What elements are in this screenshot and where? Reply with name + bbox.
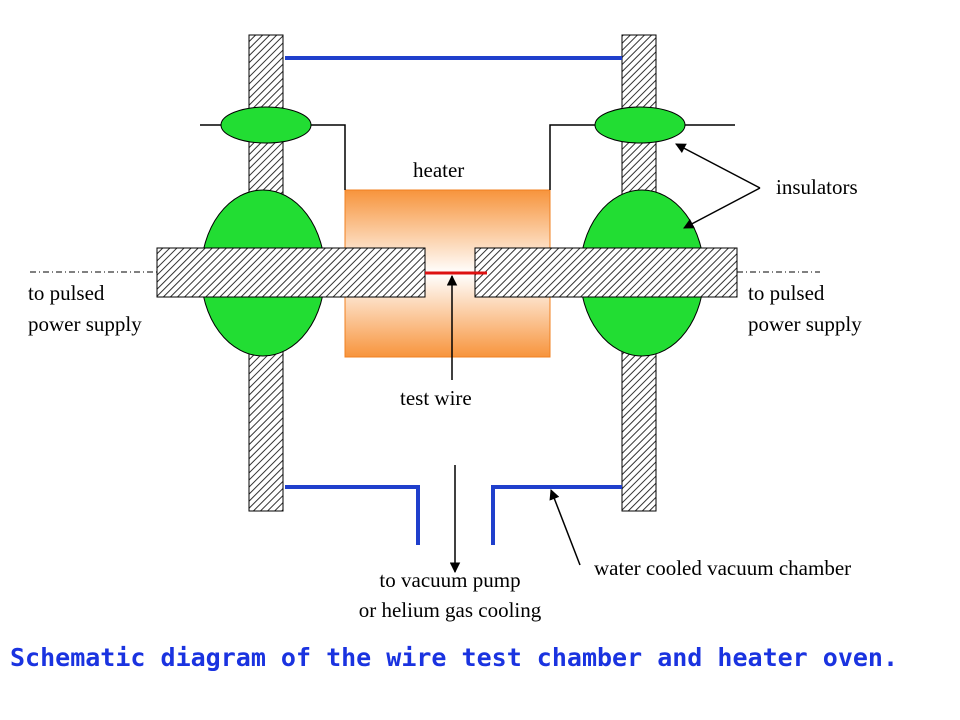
insulator-arrow-bottom [683, 187, 761, 229]
test-wire-label: test wire [400, 386, 472, 410]
insulator-top-right [594, 106, 686, 144]
insulator-top-left [220, 106, 312, 144]
heater-label: heater [413, 158, 464, 182]
electrode-left [156, 247, 426, 298]
power-right-label-line2: power supply [748, 312, 862, 336]
figure-caption: Schematic diagram of the wire test chamb… [10, 643, 899, 672]
vacuum-label-line1: to vacuum pump [379, 568, 520, 592]
chamber-bottom-wall-right [491, 485, 622, 545]
chamber-arrow [549, 489, 581, 566]
vacuum-label-line2: or helium gas cooling [359, 598, 542, 622]
power-left-label-line2: power supply [28, 312, 142, 336]
electrode-right [474, 247, 738, 298]
power-right-label-line1: to pulsed [748, 281, 825, 305]
chamber-label: water cooled vacuum chamber [594, 556, 851, 580]
insulator-arrow-top [675, 143, 761, 189]
power-left-label-line1: to pulsed [28, 281, 105, 305]
chamber-bottom-wall-left [285, 485, 420, 545]
insulators-label: insulators [776, 175, 858, 199]
